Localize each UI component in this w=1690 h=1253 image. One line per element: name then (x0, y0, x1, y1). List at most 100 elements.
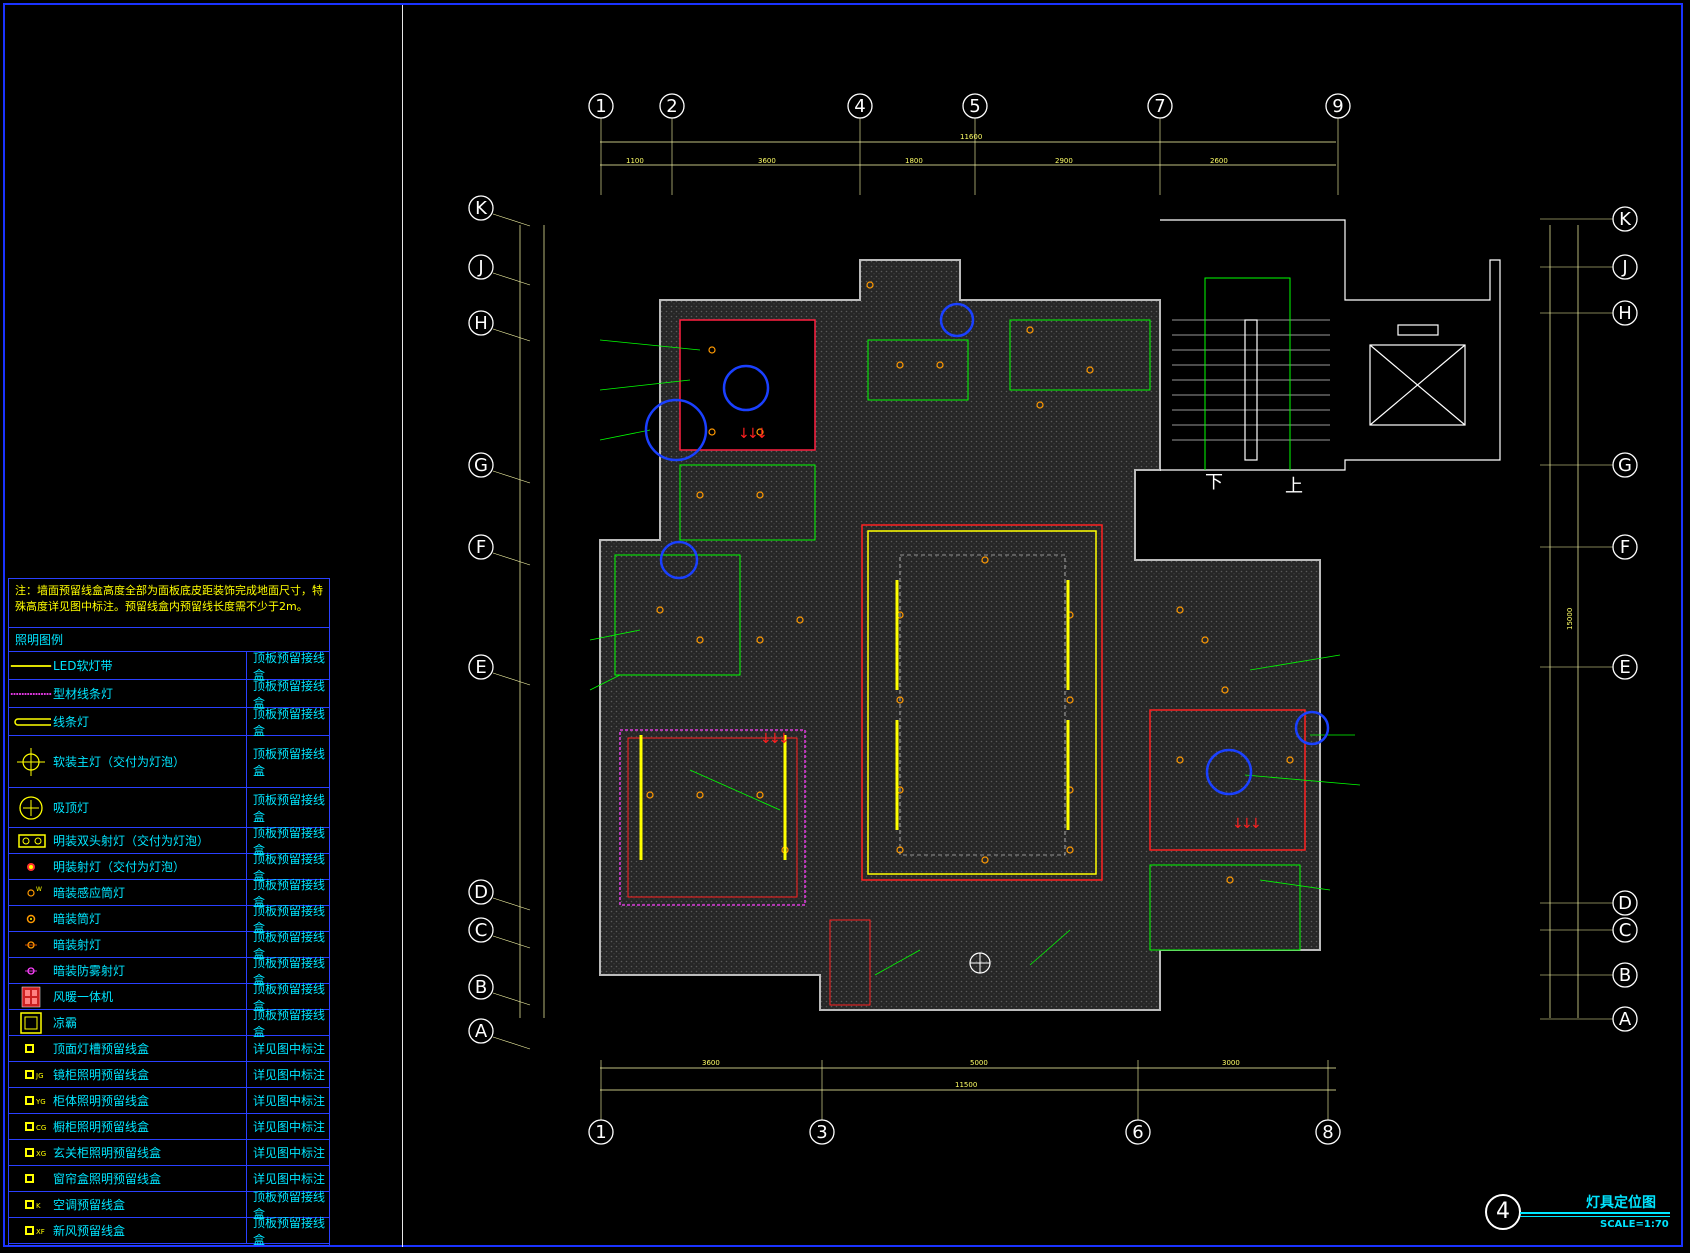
legend-row-remark: 详见图中标注 (253, 1120, 326, 1134)
building-walls (599, 259, 1321, 1011)
downlight-marker (896, 696, 904, 704)
legend-row-remark: 详见图中标注 (253, 1068, 326, 1082)
grid-bubble-left-F: F (468, 534, 494, 560)
svg-text:4: 4 (854, 96, 865, 117)
grid-bubble-left-G: G (468, 452, 494, 478)
leader-line (589, 674, 621, 691)
legend-note: 注：墙面预留线盒高度全部为面板底皮距装饰完成地面尺寸，特殊高度详见图中标注。预留… (9, 579, 329, 628)
sensor-downlight-icon: W (9, 875, 53, 911)
legend-row-remark: 顶板预留接线盒 (253, 929, 326, 961)
profile-line-light-icon (9, 676, 53, 712)
spotlight-marker: ↓ (769, 731, 781, 747)
downlight-marker (1201, 636, 1209, 644)
leader-line (599, 339, 701, 351)
drawing-title: 灯具定位图 (1586, 1195, 1656, 1211)
legend-row: 线条灯顶板预留接线盒 (9, 707, 329, 738)
legend-row: 明装射灯（交付为灯泡）顶板预留接线盒 (9, 852, 329, 883)
bottom-total-dim: 11500 (955, 1081, 977, 1089)
svg-text:CG: CG (36, 1124, 46, 1132)
legend-row-name: 暗装防雾射灯 (53, 958, 247, 983)
downlight-marker (696, 791, 704, 799)
box-icon: XG (9, 1135, 53, 1171)
grid-bubble-left-J: J (468, 254, 494, 280)
grid-bubble-left-D: D (468, 879, 494, 905)
svg-text:K: K (475, 198, 488, 219)
legend-row-name: 暗装筒灯 (53, 906, 247, 931)
grid-bubble-left-K: K (468, 195, 494, 221)
legend-row: 吸顶灯顶板预留接线盒 (9, 788, 329, 828)
svg-text:1: 1 (595, 1122, 606, 1143)
grid-bubble-left-C: C (468, 917, 494, 943)
legend-row-remark: 详见图中标注 (253, 1146, 326, 1160)
legend-row-name: LED软灯带 (53, 652, 247, 679)
legend-row-remark: 顶板预留接线盒 (253, 825, 326, 857)
leader-line (874, 949, 921, 976)
grid-bubble-right-D: D (1612, 890, 1638, 916)
recessed-spotlight-icon (9, 927, 53, 963)
grid-bubble-bottom-6: 6 (1125, 1119, 1151, 1145)
downlight-marker (1066, 696, 1074, 704)
spotlight-marker: ↓ (738, 426, 750, 442)
svg-text:JG: JG (35, 1072, 44, 1080)
spotlight-marker: ↓ (1232, 816, 1244, 832)
spotlight-marker: ↓ (778, 731, 790, 747)
grid-bubble-bottom-3: 3 (809, 1119, 835, 1145)
leader-line (599, 379, 691, 391)
cooling-fan-icon (9, 1005, 53, 1041)
svg-text:K: K (1619, 209, 1632, 230)
leader-line (1029, 929, 1071, 966)
bath-heater-icon (9, 979, 53, 1015)
downlight-marker (696, 491, 704, 499)
downlight-marker (696, 636, 704, 644)
svg-text:5: 5 (969, 96, 980, 117)
downlight-marker (1066, 846, 1074, 854)
grid-bubble-left-H: H (468, 310, 494, 336)
legend-row: 风暖一体机顶板预留接线盒 (9, 982, 329, 1013)
top-dim-5: 2600 (1210, 157, 1228, 165)
svg-text:G: G (1618, 455, 1632, 476)
spotlight-marker: ↓ (760, 731, 772, 747)
svg-text:2: 2 (666, 96, 677, 117)
downlight-marker (1221, 686, 1229, 694)
legend-row-name: 暗装射灯 (53, 932, 247, 957)
downlight-marker (756, 791, 764, 799)
svg-text:A: A (475, 1021, 488, 1042)
leader-line (1259, 879, 1331, 891)
svg-text:C: C (475, 920, 488, 941)
downlight-marker (756, 636, 764, 644)
ceiling-light-marker (969, 952, 991, 974)
ceiling-light-icon (9, 790, 53, 826)
legend-row-remark: 顶板预留接线盒 (253, 678, 326, 710)
legend-row-name: 软装主灯（交付为灯泡） (53, 736, 247, 787)
legend-row-name: 窗帘盒照明预留线盒 (53, 1166, 247, 1191)
grid-bubble-top-9: 9 (1325, 93, 1351, 119)
box-icon: K (9, 1187, 53, 1223)
downlight-marker (896, 361, 904, 369)
legend-row-remark: 顶板预留接线盒 (253, 1007, 326, 1039)
downlight-marker (708, 428, 716, 436)
downlight-marker (708, 346, 716, 354)
legend-row-remark: 顶板预留接线盒 (253, 903, 326, 935)
stair-core (1160, 219, 1501, 471)
box-icon: CG (9, 1109, 53, 1145)
dimension-texts: 11600 1100 3600 1800 2900 2600 11500 360… (626, 133, 1574, 1089)
callout-circles (644, 302, 1330, 796)
spotlight-marker: ↓ (1241, 816, 1253, 832)
light-fixtures: ↓↓↓↓↓↓↓↓↓ (589, 281, 1361, 976)
svg-text:1: 1 (595, 96, 606, 117)
box-icon: YG (9, 1083, 53, 1119)
legend-row-name: 空调预留线盒 (53, 1192, 247, 1217)
double-spotlight-icon (9, 823, 53, 859)
grid-extension-lines (492, 118, 1613, 1120)
bottom-dim-3: 3000 (1222, 1059, 1240, 1067)
legend-row-name: 线条灯 (53, 708, 247, 735)
side-total-dim: 15000 (1566, 608, 1574, 630)
stair-down-label: 下 (1205, 472, 1223, 493)
svg-text:3: 3 (816, 1122, 827, 1143)
box-icon (9, 1161, 53, 1197)
svg-text:XG: XG (36, 1150, 46, 1158)
